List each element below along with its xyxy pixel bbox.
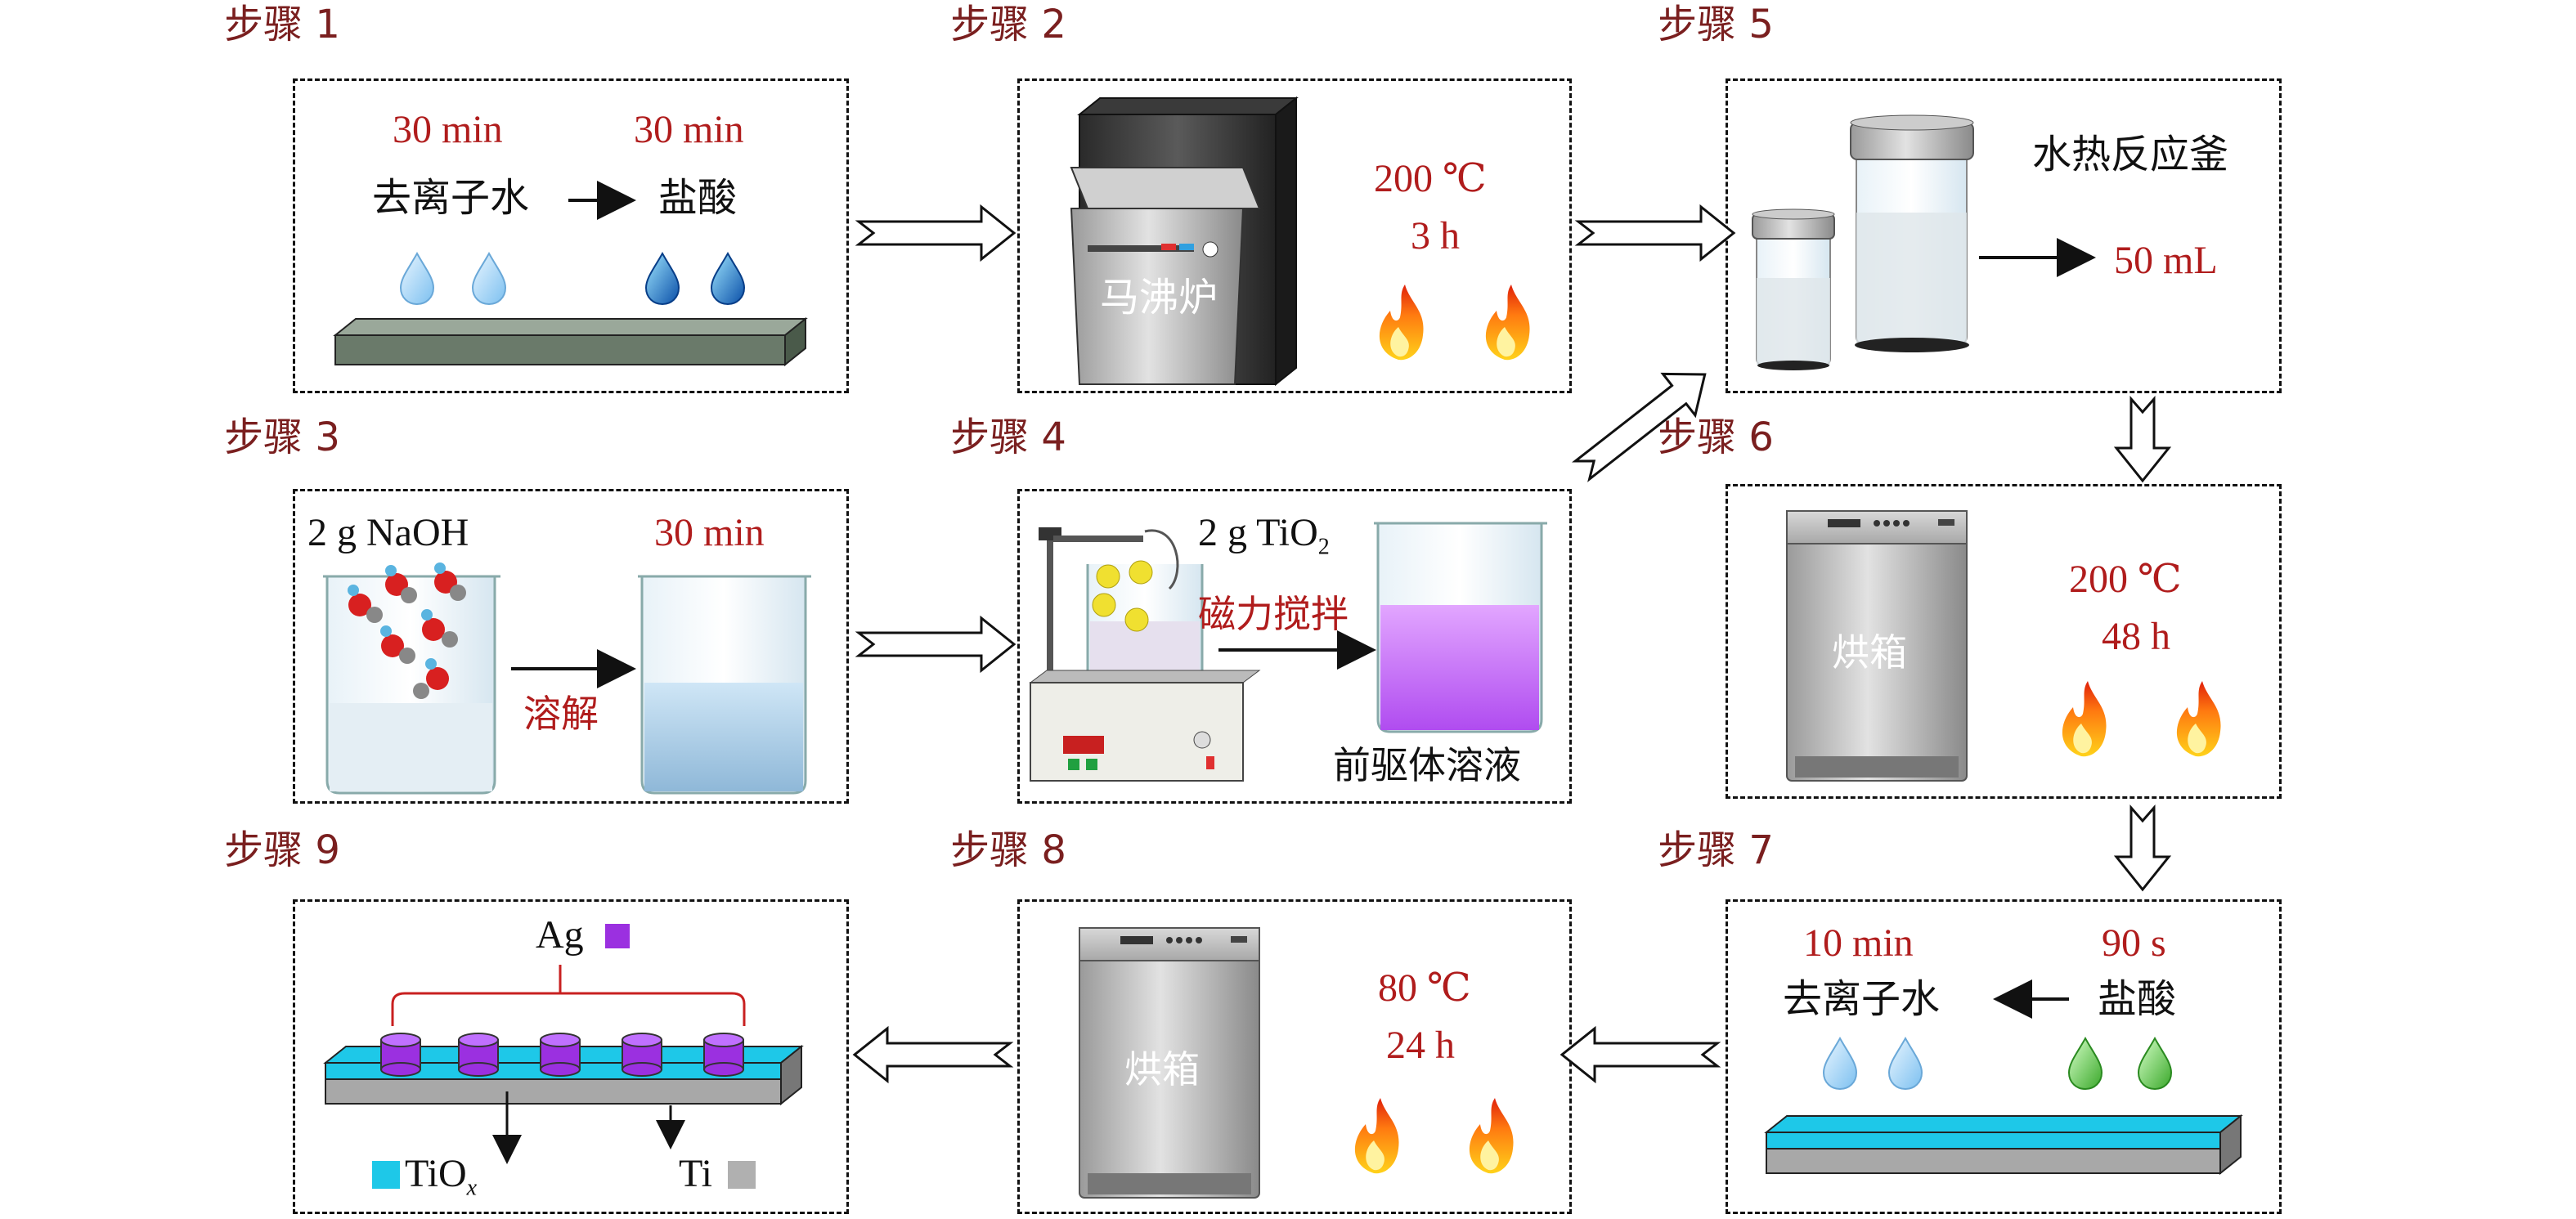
flame-icon (2062, 681, 2221, 757)
step2-temperature: 200 ℃ (1374, 157, 1487, 200)
step6-device-label: 烘箱 (1832, 630, 1907, 674)
step5-device-label: 水热反应釜 (2032, 132, 2229, 177)
solution-beaker-icon (638, 575, 811, 795)
ti-legend-swatch (728, 1161, 756, 1189)
step4-box (1017, 489, 1572, 804)
acid-drop-icon (645, 253, 745, 305)
muffle-furnace-icon (1070, 96, 1299, 387)
flame-icon (1354, 1098, 1514, 1174)
flow-arrow-7-8 (1560, 1027, 1719, 1082)
ti-label: Ti (679, 1152, 712, 1195)
step7-acid-label: 盐酸 (2098, 976, 2177, 1022)
flame-icon (1379, 285, 1530, 361)
flow-arrow-8-9 (853, 1027, 1012, 1082)
step4-action: 磁力搅拌 (1198, 592, 1349, 636)
flow-arrow-6-7 (2115, 806, 2170, 891)
step8-title: 步骤 8 (950, 827, 1066, 873)
step7-water-label: 去离子水 (1783, 976, 1941, 1022)
step1-title: 步骤 1 (224, 2, 340, 47)
acid-drop-icon (2068, 1037, 2172, 1090)
water-drop-icon (400, 253, 506, 305)
step2-duration: 3 h (1411, 214, 1460, 258)
magnetic-stirrer-icon (1029, 527, 1261, 782)
step5-title: 步骤 5 (1658, 2, 1774, 47)
step7-box (1726, 899, 2282, 1214)
flow-arrow-5-6 (2115, 397, 2170, 482)
step7-water-time: 10 min (1803, 921, 1914, 965)
step4-reagent: 2 g TiO2 (1198, 511, 1330, 560)
ag-label: Ag (536, 913, 584, 957)
tiox-legend-swatch (372, 1161, 400, 1189)
step3-title: 步骤 3 (224, 415, 340, 460)
step7-substrate (1764, 1114, 2243, 1176)
flow-arrow-2-5 (1577, 205, 1735, 261)
step6-box (1726, 484, 2282, 799)
flow-arrow-1-2 (857, 205, 1016, 261)
step9-substrate (323, 1044, 804, 1106)
flow-arrow-3-4 (857, 616, 1016, 672)
step4-title: 步骤 4 (950, 415, 1066, 460)
step1-acid-label: 盐酸 (658, 175, 738, 221)
step7-title: 步骤 7 (1658, 827, 1774, 873)
naoh-beaker-icon (323, 562, 500, 795)
step5-volume: 50 mL (2114, 239, 2218, 282)
step7-acid-time: 90 s (2102, 921, 2166, 965)
step2-device-label: 马沸炉 (1100, 275, 1218, 320)
flow-arrow-4-5 (1564, 352, 1722, 492)
step3-time: 30 min (654, 511, 765, 554)
step9-title: 步骤 9 (224, 827, 340, 873)
step3-reagent: 2 g NaOH (307, 511, 469, 554)
ag-bracket (391, 965, 746, 1026)
precursor-beaker-icon (1374, 522, 1547, 733)
step6-temperature: 200 ℃ (2069, 558, 2182, 601)
step1-box (293, 78, 849, 393)
step3-action: 溶解 (523, 692, 599, 736)
step6-duration: 48 h (2102, 615, 2170, 658)
step3-box (293, 489, 849, 804)
water-drop-icon (1823, 1037, 1923, 1090)
step8-duration: 24 h (1386, 1024, 1455, 1067)
step9-box (293, 899, 849, 1214)
ag-legend-swatch (605, 924, 630, 948)
step4-product: 前驱体溶液 (1333, 743, 1521, 787)
step2-box (1017, 78, 1572, 393)
hydrothermal-reactor-icon (1752, 114, 1974, 370)
step8-device-label: 烘箱 (1124, 1047, 1200, 1091)
step1-substrate (333, 316, 808, 367)
step8-temperature: 80 ℃ (1378, 966, 1471, 1010)
step1-water-time: 30 min (393, 108, 503, 151)
step6-title: 步骤 6 (1658, 415, 1774, 460)
step2-title: 步骤 2 (950, 2, 1066, 47)
ag-cylinders (380, 1033, 744, 1077)
step1-water-label: 去离子水 (372, 175, 530, 221)
tiox-label: TiOx (405, 1152, 478, 1201)
step1-acid-time: 30 min (634, 108, 744, 151)
